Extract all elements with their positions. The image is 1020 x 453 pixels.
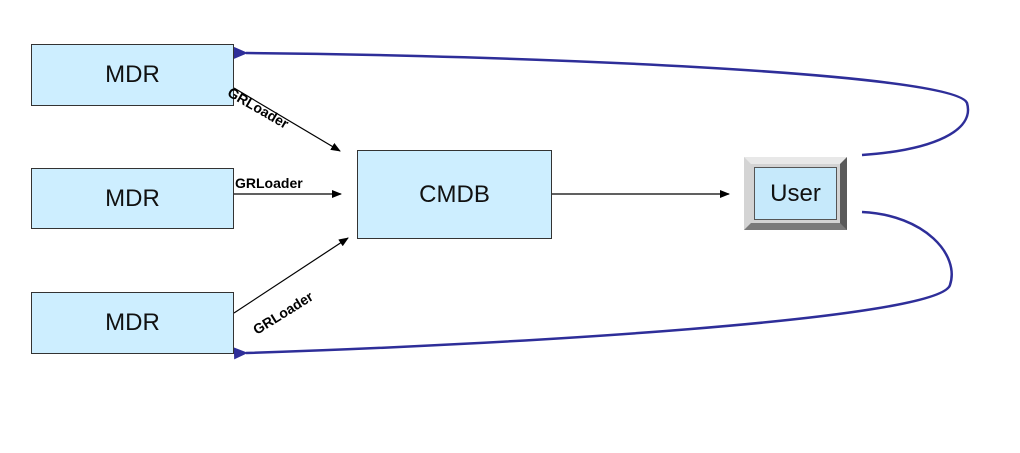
cmdb-node: CMDB bbox=[357, 150, 552, 239]
grloader-label-middle: GRLoader bbox=[235, 175, 303, 191]
mdr-node-bottom-label: MDR bbox=[105, 309, 160, 336]
mdr-node-top-label: MDR bbox=[105, 61, 160, 88]
feedback-arrow-user-to-mdr-bottom bbox=[233, 210, 953, 360]
mdr-node-middle-label: MDR bbox=[105, 184, 160, 212]
mdr-node-middle: MDR bbox=[31, 168, 234, 229]
arrow-mdr-top-to-cmdb bbox=[233, 87, 341, 152]
mdr-node-top: MDR bbox=[31, 44, 234, 106]
user-button[interactable]: User bbox=[744, 157, 847, 230]
feedback-arrow-user-to-mdr-top bbox=[233, 46, 970, 157]
arrow-mdr-bottom-to-cmdb bbox=[233, 237, 349, 314]
mdr-node-bottom: MDR bbox=[31, 292, 234, 354]
cmdb-node-label: CMDB bbox=[419, 180, 490, 208]
user-button-label: User bbox=[770, 179, 821, 207]
user-button-face[interactable]: User bbox=[754, 167, 837, 220]
